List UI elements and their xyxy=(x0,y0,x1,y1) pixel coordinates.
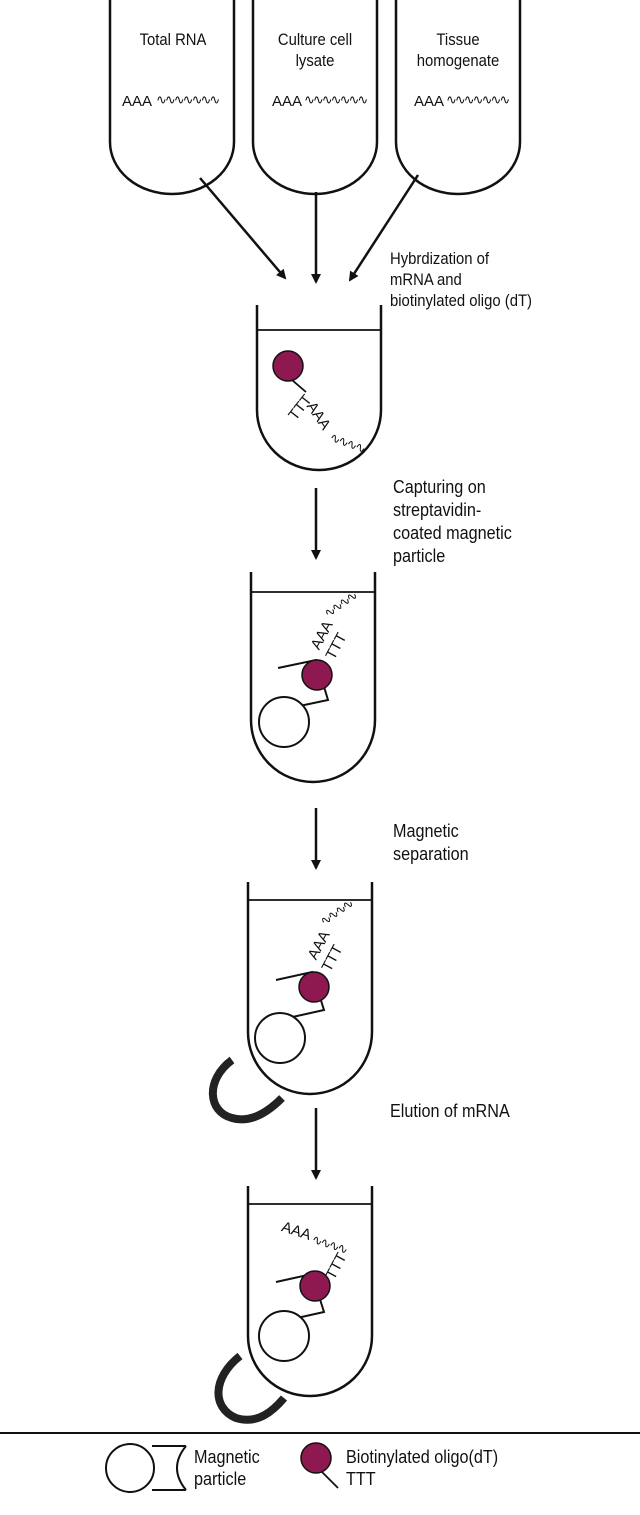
magnetic-particle xyxy=(258,1310,310,1362)
legend-magnetic-particle-label: Magnetic particle xyxy=(194,1447,260,1489)
mrna-squiggle: ∿∿∿∿∿∿∿ xyxy=(304,93,368,108)
step-label-elution: Elution of mRNA xyxy=(390,1101,510,1121)
tube-elution xyxy=(246,1186,374,1398)
legend-oligo-bead-icon xyxy=(300,1442,332,1474)
magnet-icon xyxy=(214,1352,288,1424)
biotinylated-oligo-bead xyxy=(299,1270,331,1302)
magnetic-particle xyxy=(258,696,310,748)
mrna-squiggle: ∿∿∿∿∿∿∿ xyxy=(446,93,510,108)
arrow-from-total-rna xyxy=(199,177,287,280)
biotinylated-oligo-bead xyxy=(301,659,333,691)
magnet-icon xyxy=(208,1056,285,1124)
biotinylated-oligo-bead xyxy=(272,350,304,382)
tube-tissue-homogenate xyxy=(394,0,522,196)
tube-magnetic-separation xyxy=(246,882,374,1096)
magnetic-particle xyxy=(254,1012,306,1064)
legend-particle-holder-icon xyxy=(152,1445,187,1491)
source-poly-a: AAA xyxy=(272,93,303,110)
legend-oligo-label: Biotinylated oligo(dT) TTT xyxy=(346,1447,499,1489)
step-label-hybridization: Hybrdization of mRNA and biotinylated ol… xyxy=(390,250,532,310)
tube-total-rna xyxy=(108,0,236,196)
step-label-magnetic-separation: Magnetic separation xyxy=(393,821,469,864)
tube-hybridization xyxy=(255,305,383,472)
step-label-capturing: Capturing on streptavidin- coated magnet… xyxy=(393,477,512,566)
source-poly-a: AAA xyxy=(414,93,445,110)
arrow-from-tissue xyxy=(348,174,420,282)
legend-magnetic-particle-icon xyxy=(105,1443,155,1493)
biotinylated-oligo-bead xyxy=(298,971,330,1003)
source-poly-a: AAA xyxy=(122,93,153,110)
mrna-squiggle: ∿∿∿∿∿∿∿ xyxy=(156,93,220,108)
source-label-tissue-homogenate: Tissue homogenate xyxy=(416,31,500,70)
tube-capturing xyxy=(249,572,377,784)
source-label-total-rna: Total RNA xyxy=(139,31,207,49)
source-label-culture-cell-lysate: Culture cell lysate xyxy=(277,31,353,70)
